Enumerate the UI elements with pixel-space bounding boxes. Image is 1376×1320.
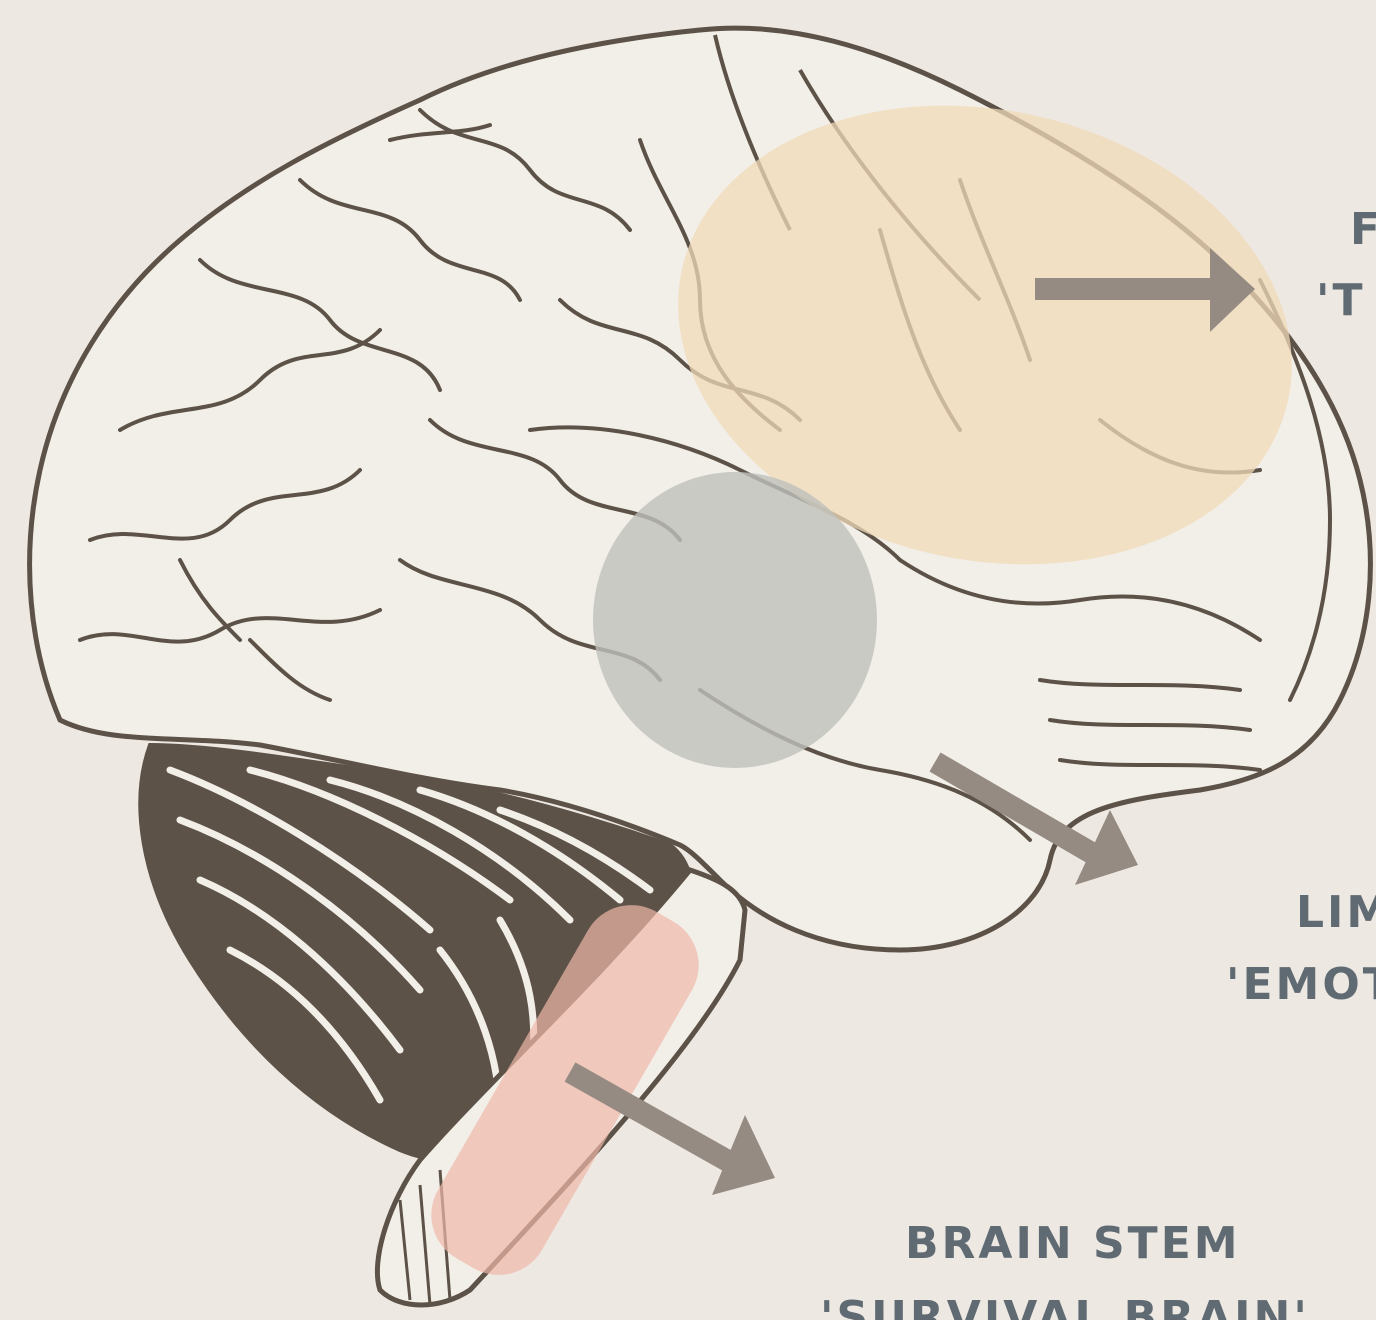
frontal-lobe-sublabel: 'T <box>1316 279 1365 323</box>
limbic-system-label: LIM <box>1296 891 1376 935</box>
brain-stem-label: BRAIN STEM <box>905 1222 1241 1266</box>
limbic-system-sublabel: 'EMOT <box>1226 963 1376 1007</box>
limbic-system-highlight <box>593 472 877 768</box>
frontal-lobe-label: F <box>1350 208 1376 252</box>
brain-stem-sublabel: 'SURVIVAL BRAIN' <box>820 1296 1310 1320</box>
